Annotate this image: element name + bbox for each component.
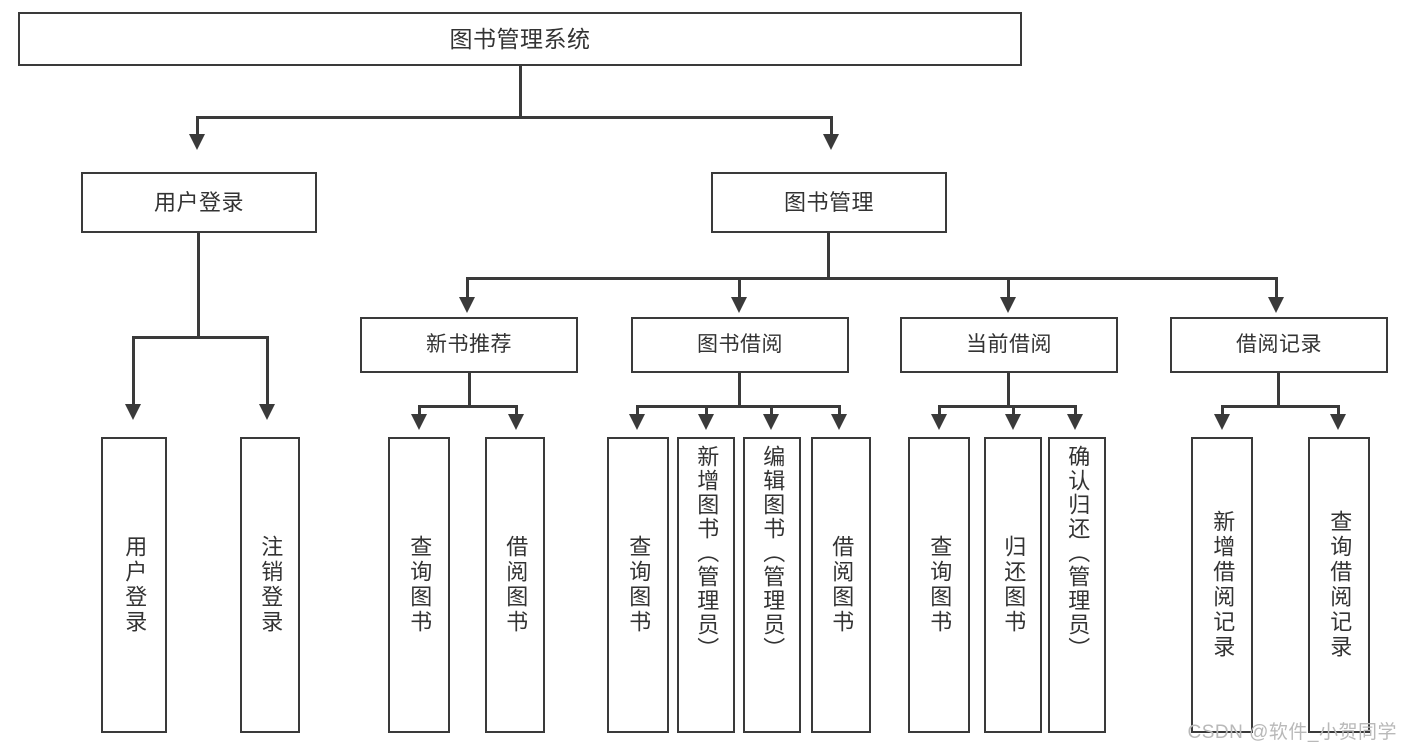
arrow-to-nb-borrow: [508, 414, 524, 430]
arrow-to-br-query: [1330, 414, 1346, 430]
node-label: 图书借阅: [697, 332, 783, 356]
node-label: 查询图书: [407, 535, 433, 635]
leaf-bb-borrow-book[interactable]: 借阅图书: [811, 437, 871, 733]
node-label: 查询图书: [927, 535, 953, 635]
node-label: 借阅图书: [503, 535, 529, 635]
connector-new-books-stem: [468, 373, 471, 407]
node-label: 查询图书: [626, 535, 652, 635]
node-root-system[interactable]: 图书管理系统: [18, 12, 1022, 66]
connector-drop-nb-query: [418, 405, 421, 417]
connector-level2-bus: [196, 116, 833, 119]
connector-drop-bb-add: [705, 405, 708, 417]
leaf-cb-return-book[interactable]: 归还图书: [984, 437, 1042, 733]
connector-drop-br-add: [1221, 405, 1224, 417]
node-new-book-recommend[interactable]: 新书推荐: [360, 317, 578, 373]
connector-level3-bus: [466, 277, 1278, 280]
connector-borrow-records-bus: [1221, 405, 1340, 408]
connector-new-books-bus: [418, 405, 518, 408]
node-label: 新增图书（管理员）: [694, 445, 720, 661]
node-label: 确认归还（管理员）: [1065, 445, 1091, 661]
leaf-user-login[interactable]: 用户登录: [101, 437, 167, 733]
leaf-cb-query-book[interactable]: 查询图书: [908, 437, 970, 733]
node-label: 借阅图书: [829, 535, 855, 635]
connector-book-borrow-stem: [738, 373, 741, 407]
connector-drop-bb-query: [636, 405, 639, 417]
arrow-to-borrow-records: [1268, 297, 1284, 313]
leaf-logout[interactable]: 注销登录: [240, 437, 300, 733]
leaf-br-query-record[interactable]: 查询借阅记录: [1308, 437, 1370, 733]
arrow-to-current-borrow: [1000, 297, 1016, 313]
connector-drop-bb-borrow: [838, 405, 841, 417]
node-label: 当前借阅: [966, 332, 1052, 356]
connector-drop-new-books: [466, 277, 469, 299]
arrow-to-br-add: [1214, 414, 1230, 430]
arrow-to-nb-query: [411, 414, 427, 430]
node-label: 图书管理: [783, 189, 874, 215]
node-label: 注销登录: [258, 535, 284, 635]
arrow-to-user-login: [189, 134, 205, 150]
connector-drop-cb-query: [938, 405, 941, 417]
node-label: 查询借阅记录: [1327, 510, 1353, 660]
connector-drop-nb-borrow: [515, 405, 518, 417]
node-label: 借阅记录: [1236, 332, 1322, 356]
connector-drop-br-query: [1337, 405, 1340, 417]
connector-user-login-stem: [197, 233, 200, 338]
connector-book-borrow-bus: [636, 405, 841, 408]
arrow-to-book-mgmt: [823, 134, 839, 150]
node-label: 新书推荐: [426, 332, 512, 356]
connector-drop-bb-edit: [770, 405, 773, 417]
connector-borrow-records-stem: [1277, 373, 1280, 407]
connector-drop-borrow-records: [1275, 277, 1278, 299]
leaf-nb-query-book[interactable]: 查询图书: [388, 437, 450, 733]
connector-drop-leaf-logout: [266, 336, 269, 406]
arrow-to-bb-add: [698, 414, 714, 430]
connector-drop-current-borrow: [1007, 277, 1010, 299]
leaf-bb-add-book-admin[interactable]: 新增图书（管理员）: [677, 437, 735, 733]
leaf-bb-query-book[interactable]: 查询图书: [607, 437, 669, 733]
node-label: 图书管理系统: [449, 25, 591, 52]
connector-drop-book-borrow: [738, 277, 741, 299]
node-current-borrow[interactable]: 当前借阅: [900, 317, 1118, 373]
leaf-cb-confirm-return-admin[interactable]: 确认归还（管理员）: [1048, 437, 1106, 733]
node-user-login[interactable]: 用户登录: [81, 172, 317, 233]
connector-root-stem: [519, 66, 522, 118]
connector-drop-book-mgmt: [830, 116, 833, 136]
connector-drop-leaf-user-login: [132, 336, 135, 406]
arrow-to-book-borrow: [731, 297, 747, 313]
connector-drop-user-login: [196, 116, 199, 136]
node-book-management[interactable]: 图书管理: [711, 172, 947, 233]
node-label: 用户登录: [122, 535, 148, 635]
connector-current-borrow-bus: [938, 405, 1077, 408]
connector-user-login-bus: [132, 336, 269, 339]
leaf-bb-edit-book-admin[interactable]: 编辑图书（管理员）: [743, 437, 801, 733]
node-label: 用户登录: [153, 189, 244, 215]
connector-drop-cb-confirm: [1074, 405, 1077, 417]
leaf-nb-borrow-book[interactable]: 借阅图书: [485, 437, 545, 733]
node-label: 新增借阅记录: [1210, 510, 1236, 660]
arrow-to-bb-borrow: [831, 414, 847, 430]
node-label: 归还图书: [1001, 535, 1027, 635]
arrow-to-leaf-user-login: [125, 404, 141, 420]
arrow-to-cb-confirm: [1067, 414, 1083, 430]
arrow-to-leaf-logout: [259, 404, 275, 420]
connector-book-mgmt-stem: [827, 233, 830, 279]
leaf-br-add-record[interactable]: 新增借阅记录: [1191, 437, 1253, 733]
connector-drop-cb-return: [1012, 405, 1015, 417]
node-book-borrow[interactable]: 图书借阅: [631, 317, 849, 373]
node-label: 编辑图书（管理员）: [760, 445, 786, 661]
node-borrow-records[interactable]: 借阅记录: [1170, 317, 1388, 373]
arrow-to-cb-return: [1005, 414, 1021, 430]
arrow-to-bb-edit: [763, 414, 779, 430]
arrow-to-bb-query: [629, 414, 645, 430]
arrow-to-new-books: [459, 297, 475, 313]
arrow-to-cb-query: [931, 414, 947, 430]
connector-current-borrow-stem: [1007, 373, 1010, 407]
